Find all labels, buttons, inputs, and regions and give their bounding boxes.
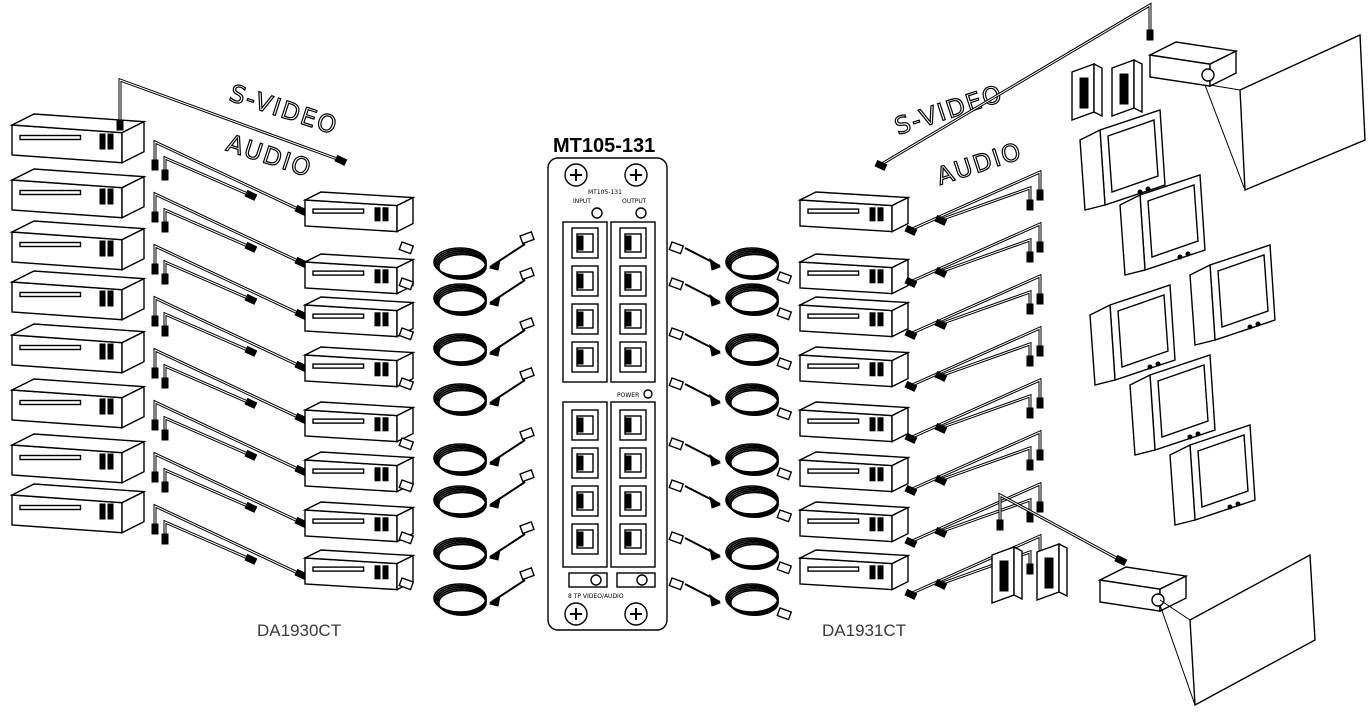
right-audio-label: AUDIO [933,137,1026,191]
speaker [1112,60,1142,116]
speaker [1037,544,1067,600]
left-device-label: DA1930CT [257,621,341,640]
drawn-equipment [12,5,1365,705]
right-device-label: DA1931CT [822,621,906,640]
source-device [12,379,144,428]
transmitters [305,192,413,590]
panel-top-label: MT105-131 [588,189,622,196]
transmitter [305,297,413,337]
transmitter [305,452,413,492]
receiver [800,402,908,442]
right-cables [669,242,791,620]
source-devices [12,114,144,533]
receivers [800,192,908,590]
cat5-cable-coil [399,368,534,415]
receiver [800,192,908,232]
cat5-cable-coil [669,438,791,480]
receiver [800,254,908,294]
source-device [12,114,144,163]
cat5-cable-coil [669,578,791,620]
source-device [12,434,144,483]
cat5-cable-coil [669,378,791,420]
receiver [800,502,908,542]
cat5-cable-coil [669,278,791,320]
panel-output-label: OUTPUT [622,198,647,205]
source-device [12,271,144,320]
monitor [1090,285,1175,385]
cat5-cable-coil [399,428,534,475]
mt105-module-panel: MT105-131 INPUT OUTPUT POWER 8 TP VIDEO/… [548,158,667,630]
speaker [992,547,1022,603]
projection-screen [1190,555,1315,705]
transmitter [305,502,413,542]
receiver [800,297,908,337]
cat5-cable-coil [399,522,534,569]
cat5-cable-coil [399,232,534,279]
receiver [800,347,908,387]
cat5-cable-coil [399,568,534,615]
cat5-cable-coil [399,318,534,365]
cat5-cable-coil [669,328,791,370]
cat5-cable-coil [669,480,791,522]
panel-bottom-label: 8 TP VIDEO/AUDIO [568,593,624,600]
projector [1150,42,1236,86]
source-device [12,324,144,373]
left-audio-label: AUDIO [223,129,316,183]
source-device [12,484,144,533]
module-title: MT105-131 [553,135,655,157]
receiver [800,452,908,492]
projector [1100,567,1186,611]
left-cables [399,232,534,615]
transmitter [305,347,413,387]
transmitter [305,550,413,590]
projection-screen [1240,35,1365,190]
cat5-cable-coil [669,532,791,574]
panel-input-label: INPUT [573,198,591,205]
source-device [12,221,144,270]
panel-power-label: POWER [617,392,639,399]
source-device [12,169,144,218]
transmitter [305,254,413,294]
right-svideo-label: S-VIDEO [891,79,1007,140]
transmitter [305,192,413,232]
cat5-cable-coil [399,470,534,517]
cat5-cable-coil [669,242,791,284]
receiver [800,550,908,590]
speaker [1072,64,1102,120]
transmitter [305,402,413,442]
monitor [1190,245,1275,345]
left-svideo-label: S-VIDEO [226,79,342,140]
